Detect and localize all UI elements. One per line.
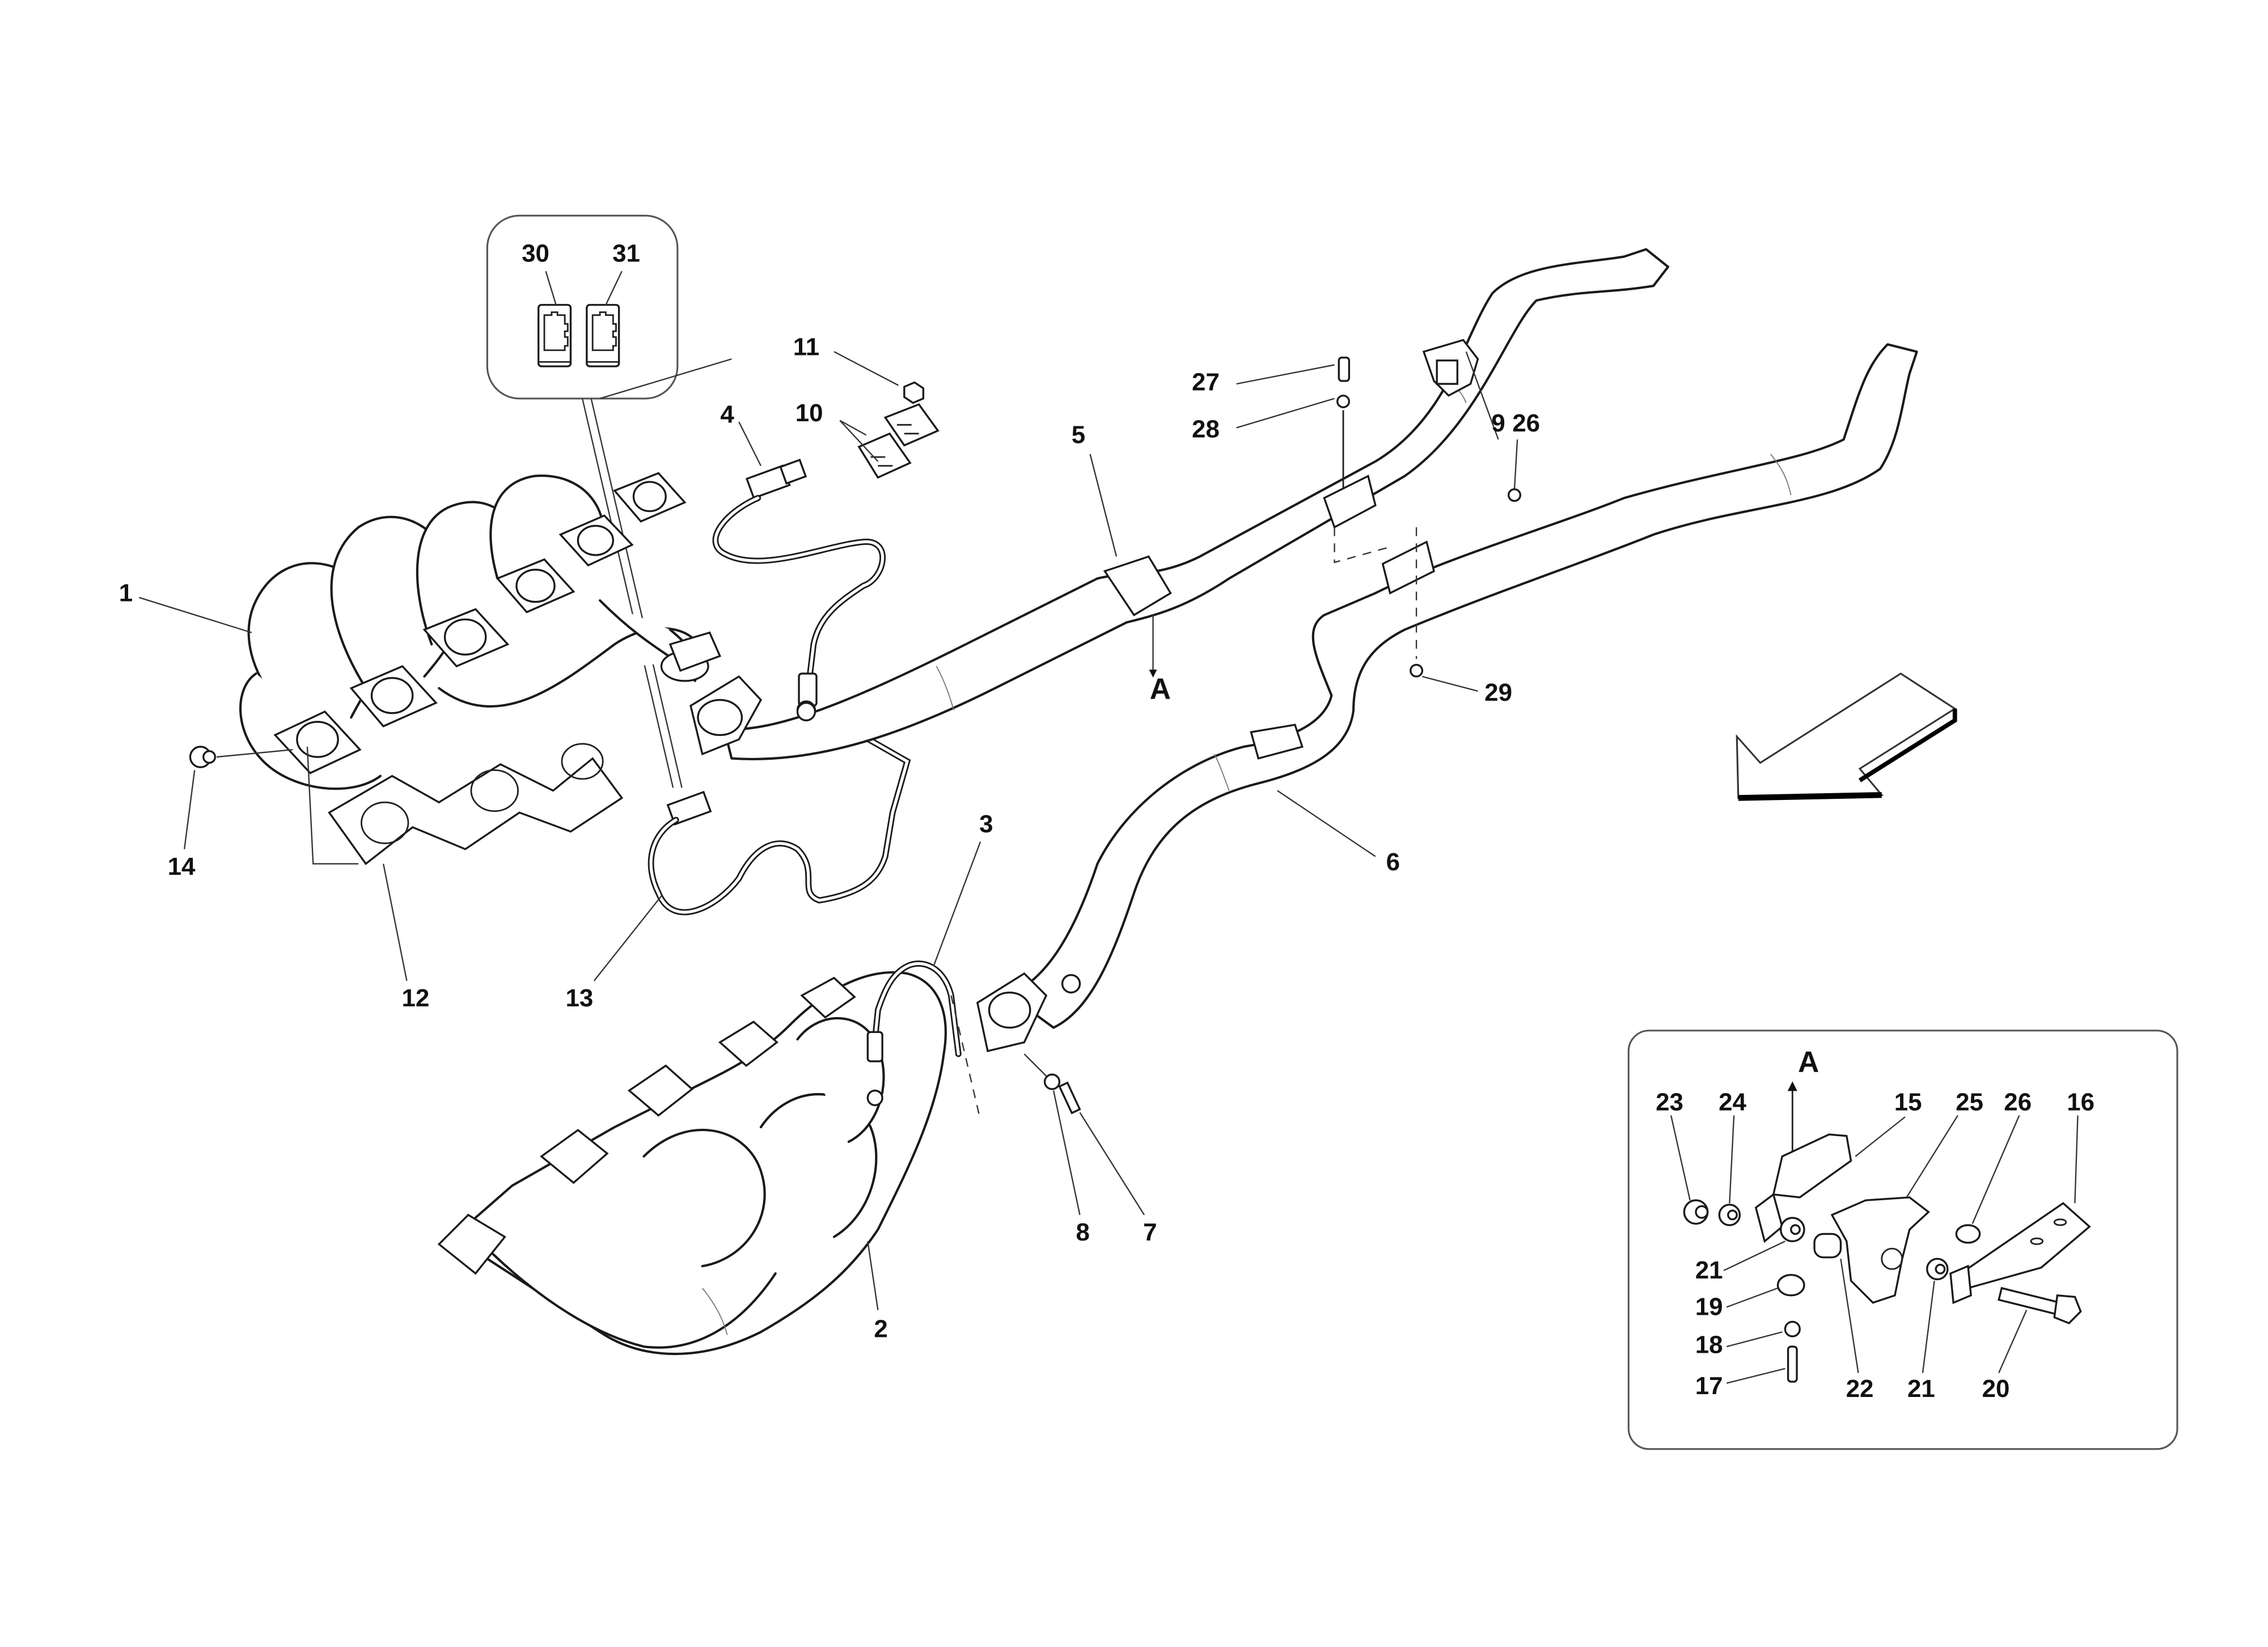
inset-callout-25: 25 bbox=[1956, 1088, 1983, 1116]
flexible-mount-25[interactable] bbox=[1830, 1196, 1930, 1304]
callout-6: 6 bbox=[1386, 848, 1400, 876]
washer-8[interactable] bbox=[1043, 1073, 1061, 1090]
inset-callout-26: 26 bbox=[2004, 1088, 2032, 1116]
callout-7: 7 bbox=[1143, 1218, 1157, 1246]
washer-21-right[interactable] bbox=[1926, 1258, 1949, 1281]
nut-11[interactable] bbox=[903, 381, 925, 404]
support-bracket-9[interactable] bbox=[1422, 338, 1479, 397]
screw-17[interactable] bbox=[1787, 1345, 1798, 1383]
inset-callout-17: 17 bbox=[1695, 1372, 1723, 1400]
inset-callout-16: 16 bbox=[2067, 1088, 2094, 1116]
spacer-22[interactable] bbox=[1813, 1233, 1842, 1259]
callout-8: 8 bbox=[1076, 1218, 1089, 1246]
nut-26-top[interactable] bbox=[1507, 488, 1521, 502]
inset-callout-24: 24 bbox=[1719, 1088, 1746, 1116]
view-marker-a: A bbox=[1150, 672, 1171, 705]
callout-29: 29 bbox=[1484, 679, 1512, 706]
callout-27: 27 bbox=[1192, 369, 1220, 396]
nut-26-inset[interactable] bbox=[1955, 1224, 1981, 1244]
right-exhaust-manifold[interactable] bbox=[437, 960, 981, 1356]
left-intermediate-pipe-5[interactable] bbox=[689, 248, 1669, 761]
inset-callout-18: 18 bbox=[1695, 1331, 1723, 1359]
washer-24[interactable] bbox=[1718, 1204, 1741, 1226]
connector-31[interactable] bbox=[586, 304, 620, 367]
callout-9: 9 bbox=[1491, 409, 1505, 437]
right-intermediate-pipe-6[interactable] bbox=[976, 343, 1918, 1052]
connector-30[interactable] bbox=[538, 304, 572, 367]
callout-14: 14 bbox=[168, 853, 196, 880]
callout-2: 2 bbox=[874, 1315, 887, 1343]
spacer-18[interactable] bbox=[1784, 1320, 1801, 1337]
clips-10[interactable] bbox=[857, 403, 940, 479]
inset-callout-21-left: 21 bbox=[1695, 1256, 1723, 1284]
oxygen-sensor-13[interactable] bbox=[648, 721, 911, 916]
screw-27[interactable] bbox=[1338, 356, 1351, 382]
inset-callout-22: 22 bbox=[1846, 1375, 1874, 1403]
callout-5: 5 bbox=[1072, 421, 1085, 449]
inset-callout-19: 19 bbox=[1695, 1293, 1723, 1321]
inset-callout-21-right: 21 bbox=[1907, 1375, 1935, 1403]
bracket-pipe-5 bbox=[1323, 475, 1377, 529]
callout-13: 13 bbox=[566, 984, 594, 1012]
nut-14[interactable] bbox=[189, 746, 217, 768]
bush-19[interactable] bbox=[1776, 1274, 1805, 1297]
inset-view-marker-a: A bbox=[1798, 1045, 1819, 1078]
bracket-15[interactable] bbox=[1754, 1133, 1852, 1243]
connector-detail-frame bbox=[486, 214, 679, 400]
callout-10: 10 bbox=[796, 399, 823, 427]
screw-7[interactable] bbox=[1058, 1081, 1081, 1115]
callout-4: 4 bbox=[720, 400, 734, 428]
inset-callout-15: 15 bbox=[1894, 1088, 1922, 1116]
screw-20[interactable] bbox=[1998, 1286, 2082, 1324]
bracket-16[interactable] bbox=[1949, 1202, 2091, 1305]
oxygen-sensor-4[interactable] bbox=[712, 459, 886, 720]
callout-3: 3 bbox=[979, 810, 993, 838]
front-direction-arrow bbox=[1736, 672, 1957, 801]
bracket-pipe-6 bbox=[1381, 540, 1435, 595]
callout-26-top: 26 bbox=[1512, 409, 1540, 437]
washer-28[interactable] bbox=[1336, 395, 1351, 409]
manifold-gasket-12[interactable] bbox=[328, 743, 624, 865]
callout-11: 11 bbox=[793, 333, 819, 361]
inset-callout-20: 20 bbox=[1982, 1375, 2010, 1403]
detail-inset-view-a: A 15 23 24 21 bbox=[1627, 1030, 2178, 1450]
inset-frame bbox=[1627, 1030, 2178, 1450]
callout-28: 28 bbox=[1192, 415, 1220, 443]
callout-31: 31 bbox=[612, 240, 640, 268]
nut-29[interactable] bbox=[1410, 663, 1424, 678]
washer-21-left[interactable] bbox=[1779, 1217, 1805, 1243]
callout-1: 1 bbox=[119, 579, 133, 607]
connector-detail-box: 30 31 bbox=[486, 214, 732, 788]
callout-12: 12 bbox=[402, 984, 430, 1012]
callout-30: 30 bbox=[522, 240, 549, 268]
left-exhaust-manifold[interactable] bbox=[239, 472, 721, 790]
nut-23[interactable] bbox=[1683, 1199, 1709, 1225]
inset-callout-23: 23 bbox=[1656, 1088, 1683, 1116]
